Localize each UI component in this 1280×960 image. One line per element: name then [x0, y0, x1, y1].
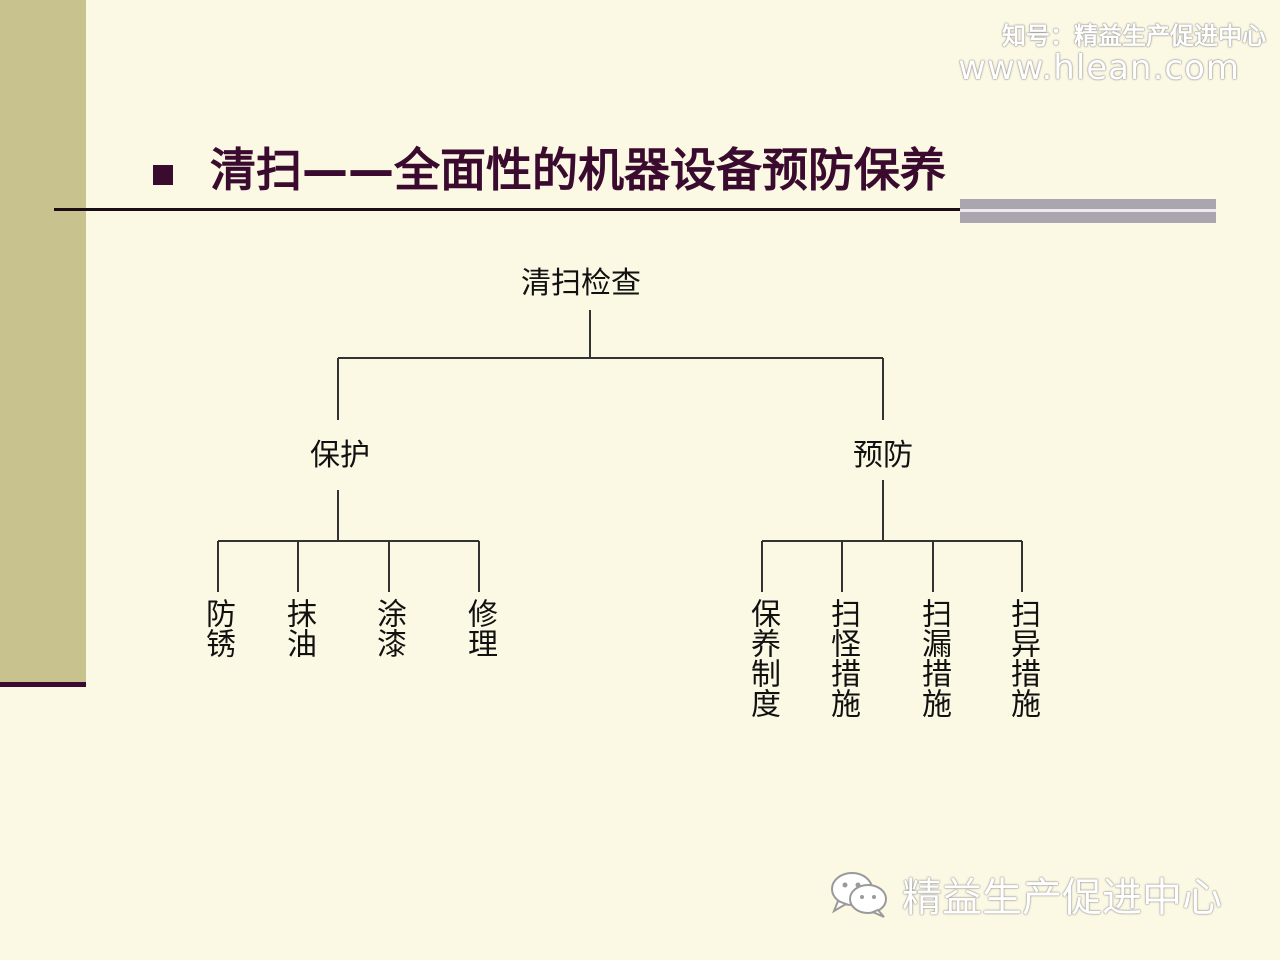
- leaf-anomaly-measures: 扫怪措施: [825, 598, 860, 718]
- leaf-rust-prevention: 防锈: [200, 598, 235, 658]
- branch-prevent: 预防: [853, 438, 913, 473]
- left-decorative-band: [0, 0, 86, 682]
- slide-title: 清扫——全面性的机器设备预防保养: [210, 143, 946, 197]
- title-bullet-icon: [153, 165, 173, 185]
- watermark-site: www.hlean.com: [958, 48, 1240, 88]
- footer-text: 精益生产促进中心: [902, 875, 1222, 921]
- tree-root: 清扫检查: [521, 266, 641, 301]
- leaf-abnormality-measures: 扫异措施: [1005, 598, 1040, 718]
- leaf-repair: 修理: [462, 598, 497, 658]
- leaf-painting: 涂漆: [371, 598, 406, 658]
- title-accent-bar-line: [960, 209, 1216, 212]
- title-rule: [54, 208, 1216, 211]
- wechat-icon: [831, 872, 887, 918]
- footer-watermark: 精益生产促进中心: [828, 868, 1222, 921]
- left-band-underline: [0, 682, 86, 687]
- leaf-leak-measures: 扫漏措施: [916, 598, 951, 718]
- leaf-maintenance-system: 保养制度: [745, 598, 780, 718]
- branch-protect: 保护: [310, 438, 370, 473]
- leaf-oiling: 抹油: [281, 598, 316, 658]
- watermark-account: 知号：精益生产促进中心: [1002, 22, 1266, 50]
